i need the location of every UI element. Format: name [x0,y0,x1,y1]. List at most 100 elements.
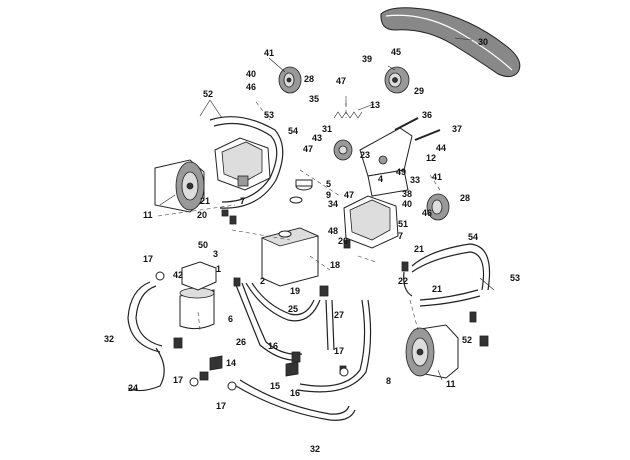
callout-29: 29 [414,86,424,96]
tee-fitting [209,355,223,371]
assembly-line [299,169,341,197]
hose-27 [325,299,335,351]
callout-8: 8 [386,376,391,386]
fitting [173,337,183,349]
hose-clamp [339,367,349,377]
left-hydraulic-motor [154,159,205,213]
hose-upper-loop [209,116,284,209]
fitting [319,285,329,297]
callout-47: 47 [303,144,313,154]
callout-51: 51 [398,219,408,229]
callout-19: 19 [290,286,300,296]
assembly-line [409,299,419,331]
tensioner-pulley [333,139,353,161]
drive-belt [380,7,521,78]
callout-4: 4 [378,174,383,184]
callout-15: 15 [270,381,280,391]
fitting [233,277,241,287]
callout-37: 37 [452,124,462,134]
hydraulic-reservoir [260,227,320,287]
assembly-line [357,255,377,263]
callout-31: 31 [322,124,332,134]
callout-38: 38 [402,189,412,199]
callout-49: 49 [396,167,406,177]
fitting [401,261,409,272]
callout-11: 11 [446,379,456,389]
callout-11: 11 [143,210,153,220]
callout-22: 22 [398,276,408,286]
callout-24: 24 [128,383,138,393]
callout-21: 21 [200,196,210,206]
fitting [469,311,477,323]
callout-26: 26 [236,337,246,347]
hose-clamp [189,377,199,387]
callout-46: 46 [422,208,432,218]
tensioner-spring [333,111,363,119]
leader-lines [159,37,495,381]
hose-54 [411,243,491,291]
callout-52: 52 [462,335,472,345]
callout-47: 47 [336,76,346,86]
callout-28: 28 [304,74,314,84]
callout-40: 40 [402,199,412,209]
hose-26 [235,282,303,361]
callout-32: 32 [104,334,114,344]
fitting [343,239,351,249]
callout-17: 17 [334,346,344,356]
lower-pump-pulley [426,193,450,221]
callout-7: 7 [398,231,403,241]
callout-23: 23 [360,150,370,160]
callout-53: 53 [510,273,520,283]
hose-8 [297,299,372,393]
callout-21: 21 [432,284,442,294]
assembly-line [197,311,201,331]
fitting [221,209,229,217]
callout-2: 2 [260,276,265,286]
callout-54: 54 [288,126,298,136]
callout-47: 47 [344,190,354,200]
callout-20: 20 [338,236,348,246]
strainer-ring [289,196,303,204]
callout-50: 50 [198,240,208,250]
filler-cap [295,179,313,191]
callout-39: 39 [362,54,372,64]
assembly-line [231,229,291,241]
callout-5: 5 [326,179,331,189]
fitting [199,371,209,381]
callout-45: 45 [391,47,401,57]
hose-24 [127,347,165,392]
callout-3: 3 [213,249,218,259]
callout-42: 42 [173,270,183,280]
callout-41: 41 [264,48,274,58]
hydraulic-filter [179,287,215,330]
bolt [414,129,441,141]
callout-32: 32 [310,444,320,454]
lower-hydraulic-pump [343,195,399,249]
callout-13: 13 [370,100,380,110]
callout-16: 16 [268,341,278,351]
hose-32-left [127,281,163,353]
callout-53: 53 [264,110,274,120]
hose-clamp [227,381,237,391]
callout-14: 14 [226,358,236,368]
callout-27: 27 [334,310,344,320]
idler-pulley [384,66,410,94]
fitting [229,215,237,225]
callout-18: 18 [330,260,340,270]
hose-32-bottom [235,379,356,421]
callout-6: 6 [228,314,233,324]
hose-25 [245,282,321,322]
tee-fitting [285,361,299,377]
assembly-line [429,174,441,191]
callout-52: 52 [203,89,213,99]
callout-34: 34 [328,199,338,209]
callout-20: 20 [197,210,207,220]
upper-hydraulic-pump [214,137,271,191]
callout-36: 36 [422,110,432,120]
callout-44: 44 [436,143,446,153]
callout-41: 41 [432,172,442,182]
hose-53 [419,289,481,307]
callout-35: 35 [309,94,319,104]
callout-9: 9 [326,190,331,200]
